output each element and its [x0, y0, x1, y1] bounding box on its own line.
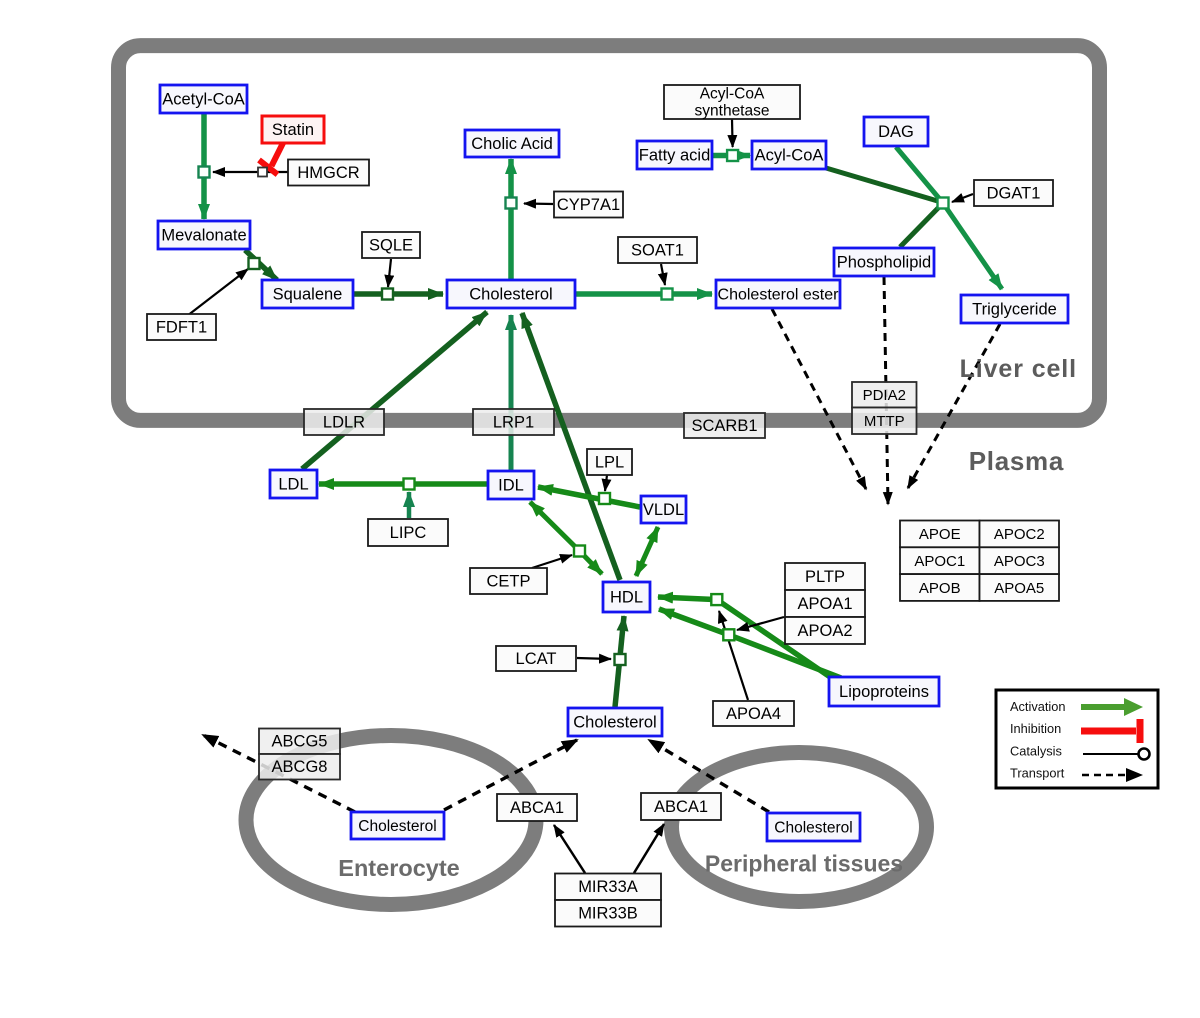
svg-text:Transport: Transport	[1010, 766, 1065, 781]
svg-text:CYP7A1: CYP7A1	[557, 196, 620, 214]
svg-text:Lipoproteins: Lipoproteins	[839, 683, 929, 701]
svg-text:APOA5: APOA5	[994, 580, 1044, 597]
svg-text:APOC1: APOC1	[914, 553, 965, 570]
svg-text:SOAT1: SOAT1	[631, 241, 684, 259]
svg-text:MIR33A: MIR33A	[578, 878, 638, 896]
svg-text:FDFT1: FDFT1	[156, 318, 207, 336]
svg-text:MTTP: MTTP	[864, 413, 905, 430]
svg-text:DGAT1: DGAT1	[987, 184, 1041, 202]
svg-text:PDIA2: PDIA2	[863, 387, 906, 404]
svg-text:APOA4: APOA4	[726, 705, 781, 723]
svg-text:Cholesterol: Cholesterol	[774, 819, 852, 836]
svg-text:APOA1: APOA1	[797, 595, 852, 613]
svg-text:Cholesterol: Cholesterol	[573, 713, 656, 731]
svg-text:LCAT: LCAT	[516, 650, 557, 668]
svg-text:Acetyl-CoA: Acetyl-CoA	[162, 90, 245, 108]
svg-text:ABCG8: ABCG8	[272, 758, 328, 776]
svg-text:Acyl-CoA: Acyl-CoA	[755, 146, 824, 164]
svg-text:Liver cell: Liver cell	[960, 355, 1077, 383]
svg-text:SQLE: SQLE	[369, 236, 413, 254]
svg-text:VLDL: VLDL	[643, 501, 684, 519]
svg-text:HMGCR: HMGCR	[297, 164, 359, 182]
svg-text:Acyl-CoA: Acyl-CoA	[700, 86, 765, 103]
svg-text:PLTP: PLTP	[805, 568, 845, 586]
svg-text:Squalene: Squalene	[273, 285, 343, 303]
svg-text:LRP1: LRP1	[493, 413, 534, 431]
svg-text:APOA2: APOA2	[797, 622, 852, 640]
svg-text:LPL: LPL	[595, 453, 624, 471]
svg-text:Phospholipid: Phospholipid	[837, 253, 932, 271]
svg-text:Triglyceride: Triglyceride	[972, 300, 1057, 318]
svg-text:ABCA1: ABCA1	[654, 798, 708, 816]
svg-text:CETP: CETP	[486, 572, 530, 590]
svg-text:Cholic Acid: Cholic Acid	[471, 135, 553, 153]
svg-text:HDL: HDL	[610, 588, 643, 606]
svg-text:ABCG5: ABCG5	[272, 733, 328, 751]
svg-text:Plasma: Plasma	[969, 446, 1064, 476]
svg-text:Mevalonate: Mevalonate	[161, 226, 246, 244]
svg-text:synthetase: synthetase	[695, 103, 770, 120]
svg-text:LDL: LDL	[278, 475, 308, 493]
svg-text:APOC2: APOC2	[994, 526, 1045, 543]
svg-text:APOC3: APOC3	[994, 553, 1045, 570]
svg-text:Cholesterol: Cholesterol	[469, 285, 552, 303]
svg-text:Enterocyte: Enterocyte	[338, 855, 459, 881]
svg-text:Statin: Statin	[272, 121, 314, 139]
svg-text:MIR33B: MIR33B	[578, 905, 638, 923]
svg-text:APOB: APOB	[919, 580, 961, 597]
svg-text:SCARB1: SCARB1	[691, 417, 757, 435]
svg-text:Fatty acid: Fatty acid	[639, 146, 711, 164]
svg-text:Cholesterol ester: Cholesterol ester	[718, 286, 840, 303]
svg-text:Peripheral tissues: Peripheral tissues	[705, 851, 903, 877]
svg-text:LIPC: LIPC	[390, 524, 427, 542]
svg-text:IDL: IDL	[498, 476, 524, 494]
svg-text:Inhibition: Inhibition	[1010, 721, 1061, 736]
svg-text:Activation: Activation	[1010, 699, 1065, 714]
svg-text:LDLR: LDLR	[323, 413, 365, 431]
svg-text:Catalysis: Catalysis	[1010, 744, 1062, 759]
svg-text:APOE: APOE	[919, 526, 961, 543]
svg-text:Cholesterol: Cholesterol	[358, 818, 436, 835]
svg-text:ABCA1: ABCA1	[510, 799, 564, 817]
svg-text:DAG: DAG	[878, 123, 914, 141]
